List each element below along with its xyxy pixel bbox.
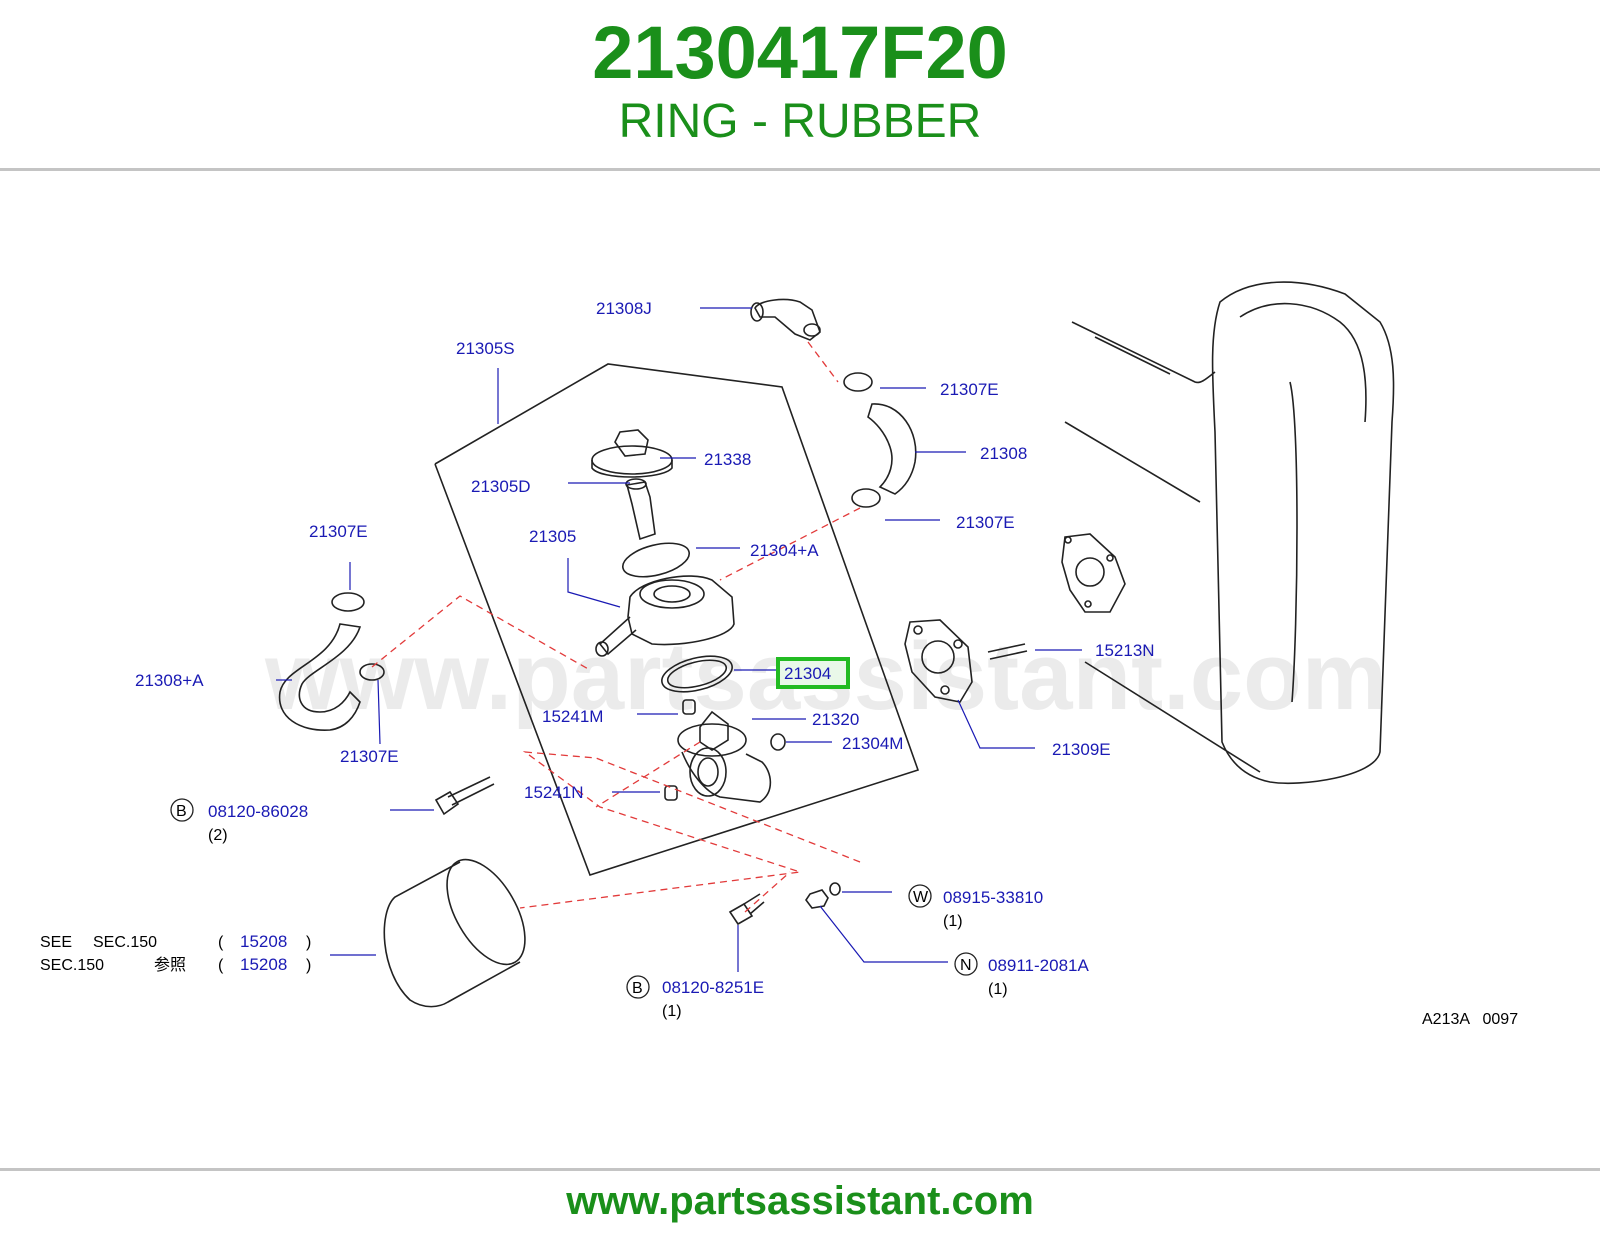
see-note-close-paren-2: )	[306, 957, 311, 974]
see-note-sec-1: SEC.150	[93, 934, 157, 951]
footer-divider	[0, 1168, 1600, 1171]
plug-15241m-drawing	[682, 699, 696, 715]
hose-21308-drawing	[843, 372, 917, 508]
figure-code: A213A 0097	[1422, 1011, 1518, 1028]
part-description: RING - RUBBER	[618, 95, 982, 148]
see-note-see: SEE	[40, 934, 72, 951]
label-08911-2081a[interactable]: 08911-2081A	[988, 956, 1089, 975]
page-header: 2130417F20 RING - RUBBER	[0, 0, 1600, 170]
badge-w: W	[913, 889, 929, 906]
badge-n-circle	[954, 952, 978, 976]
label-21320[interactable]: 21320	[812, 710, 859, 729]
oil-filter-15208-drawing	[383, 858, 526, 1008]
label-21305[interactable]: 21305	[529, 527, 576, 546]
gasket-21309e-drawing	[904, 619, 973, 703]
badge-b-1: B	[176, 803, 187, 820]
bolt-08120-8251e-drawing	[728, 893, 765, 926]
label-08120-8251e[interactable]: 08120-8251E	[662, 978, 764, 997]
label-21304-highlighted[interactable]: 21304	[784, 664, 831, 683]
drain-21305d-drawing	[625, 478, 656, 541]
label-21308[interactable]: 21308	[980, 444, 1027, 463]
connector-21320-drawing	[677, 710, 772, 803]
oring-21304m-drawing	[770, 733, 786, 751]
label-15213n[interactable]: 15213N	[1095, 641, 1155, 660]
qty-08120-8251e: (1)	[662, 1003, 682, 1020]
cap-21338-drawing	[591, 429, 673, 478]
see-note-close-paren-1: )	[306, 934, 311, 951]
leader-lines	[276, 307, 1082, 972]
badge-w-circle	[908, 884, 932, 908]
label-08915-33810[interactable]: 08915-33810	[943, 888, 1043, 907]
oil-cooler-21305-drawing	[595, 575, 735, 657]
label-21304m[interactable]: 21304M	[842, 734, 903, 753]
label-21338[interactable]: 21338	[704, 450, 751, 469]
see-note-open-paren-1: (	[218, 934, 224, 951]
nut-08911-drawing	[805, 889, 829, 909]
footer-url-link[interactable]: www.partsassistant.com	[566, 1179, 1034, 1223]
badge-n: N	[960, 957, 972, 974]
label-21307e-top[interactable]: 21307E	[940, 380, 999, 399]
label-15241n[interactable]: 15241N	[524, 783, 584, 802]
engine-block-drawing	[1064, 281, 1395, 785]
washer-08915-drawing	[829, 882, 841, 896]
label-21309e[interactable]: 21309E	[1052, 740, 1111, 759]
qty-08120-86028: (2)	[208, 827, 228, 844]
badge-b-circle-2	[626, 975, 650, 999]
label-15208-a[interactable]: 15208	[240, 932, 287, 951]
union-21308j-drawing	[750, 298, 821, 341]
label-21308j[interactable]: 21308J	[596, 299, 652, 318]
header-divider	[0, 168, 1600, 171]
label-21307e-mid[interactable]: 21307E	[956, 513, 1015, 532]
label-21305s[interactable]: 21305S	[456, 339, 515, 358]
plug-15241n-drawing	[664, 785, 678, 801]
label-21307e-left[interactable]: 21307E	[309, 522, 368, 541]
badge-b-circle-1	[170, 798, 194, 822]
label-21307e-low[interactable]: 21307E	[340, 747, 399, 766]
see-note-sansho: 参照	[154, 956, 186, 974]
hose-21308a-drawing	[278, 592, 385, 731]
bolt-08120-86028-drawing	[434, 776, 495, 816]
label-15208-b[interactable]: 15208	[240, 955, 287, 974]
label-21305d[interactable]: 21305D	[471, 477, 531, 496]
kit-21305s-frame	[434, 363, 920, 876]
label-21308a[interactable]: 21308+A	[135, 671, 204, 690]
see-note-open-paren-2: (	[218, 957, 224, 974]
see-note-sec-2: SEC.150	[40, 957, 104, 974]
pump-flange-drawing	[1061, 533, 1126, 613]
qty-08911-2081a: (1)	[988, 981, 1008, 998]
label-15241m[interactable]: 15241M	[542, 707, 603, 726]
label-08120-86028[interactable]: 08120-86028	[208, 802, 308, 821]
oring-21304a-drawing	[622, 542, 690, 578]
badge-b-2: B	[632, 980, 643, 997]
parts-diagram: www.partsassistant.com	[0, 272, 1600, 1064]
alignment-dashed-lines	[371, 341, 861, 913]
part-number-title: 2130417F20	[592, 11, 1008, 94]
label-21304a[interactable]: 21304+A	[750, 541, 819, 560]
stud-15213n-drawing	[987, 643, 1028, 660]
diagram-canvas: www.partsassistant.com	[40, 281, 1518, 1028]
qty-08915-33810: (1)	[943, 913, 963, 930]
highlight-box-21304	[776, 657, 850, 689]
oring-21304-drawing	[661, 655, 733, 693]
